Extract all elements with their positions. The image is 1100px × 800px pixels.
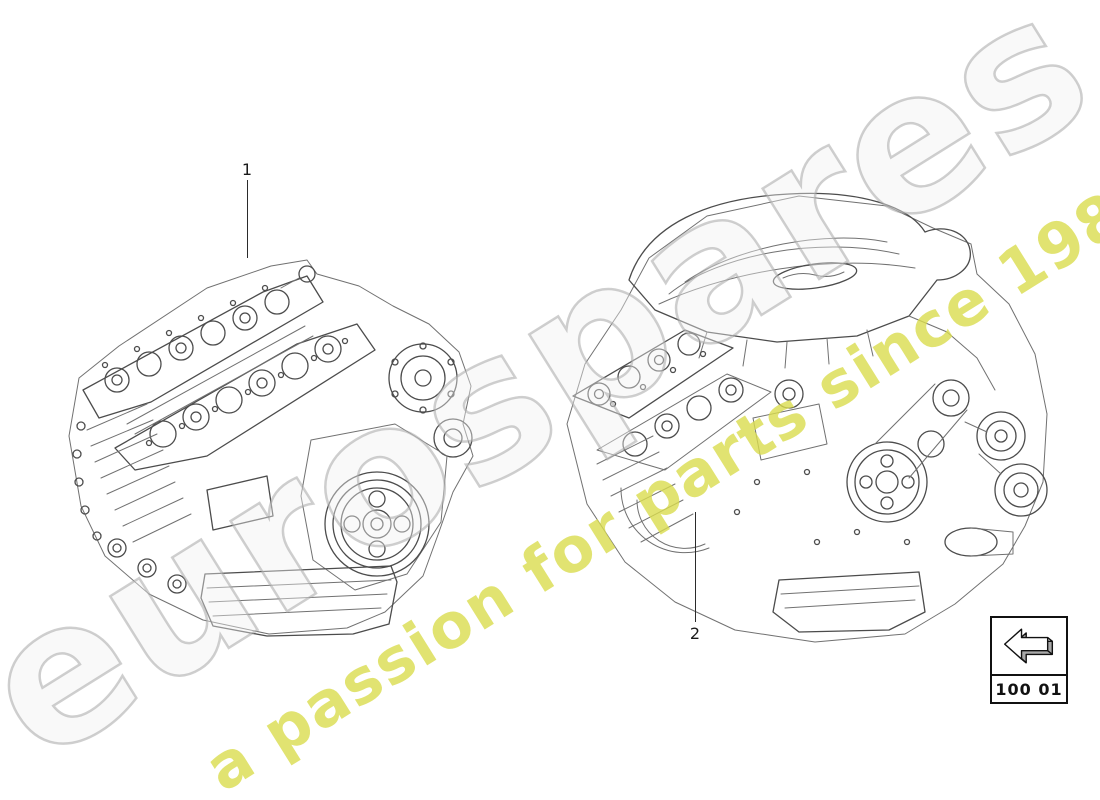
engine-2-line-art bbox=[566, 192, 1048, 643]
engine-2-illustration bbox=[566, 192, 1048, 643]
back-button[interactable] bbox=[990, 616, 1068, 676]
back-arrow-icon bbox=[1004, 628, 1054, 664]
callout-1-label[interactable]: 1 bbox=[241, 160, 253, 179]
callout-1-leader-line bbox=[247, 180, 248, 258]
diagram-nav: 100 01 bbox=[990, 616, 1068, 704]
callout-2-leader-line bbox=[695, 512, 696, 622]
diagram-code: 100 01 bbox=[995, 679, 1063, 699]
callout-2-label[interactable]: 2 bbox=[689, 624, 701, 643]
engine-1-illustration bbox=[68, 259, 474, 637]
engine-1-line-art bbox=[68, 259, 474, 637]
diagram-code-box: 100 01 bbox=[990, 674, 1068, 704]
